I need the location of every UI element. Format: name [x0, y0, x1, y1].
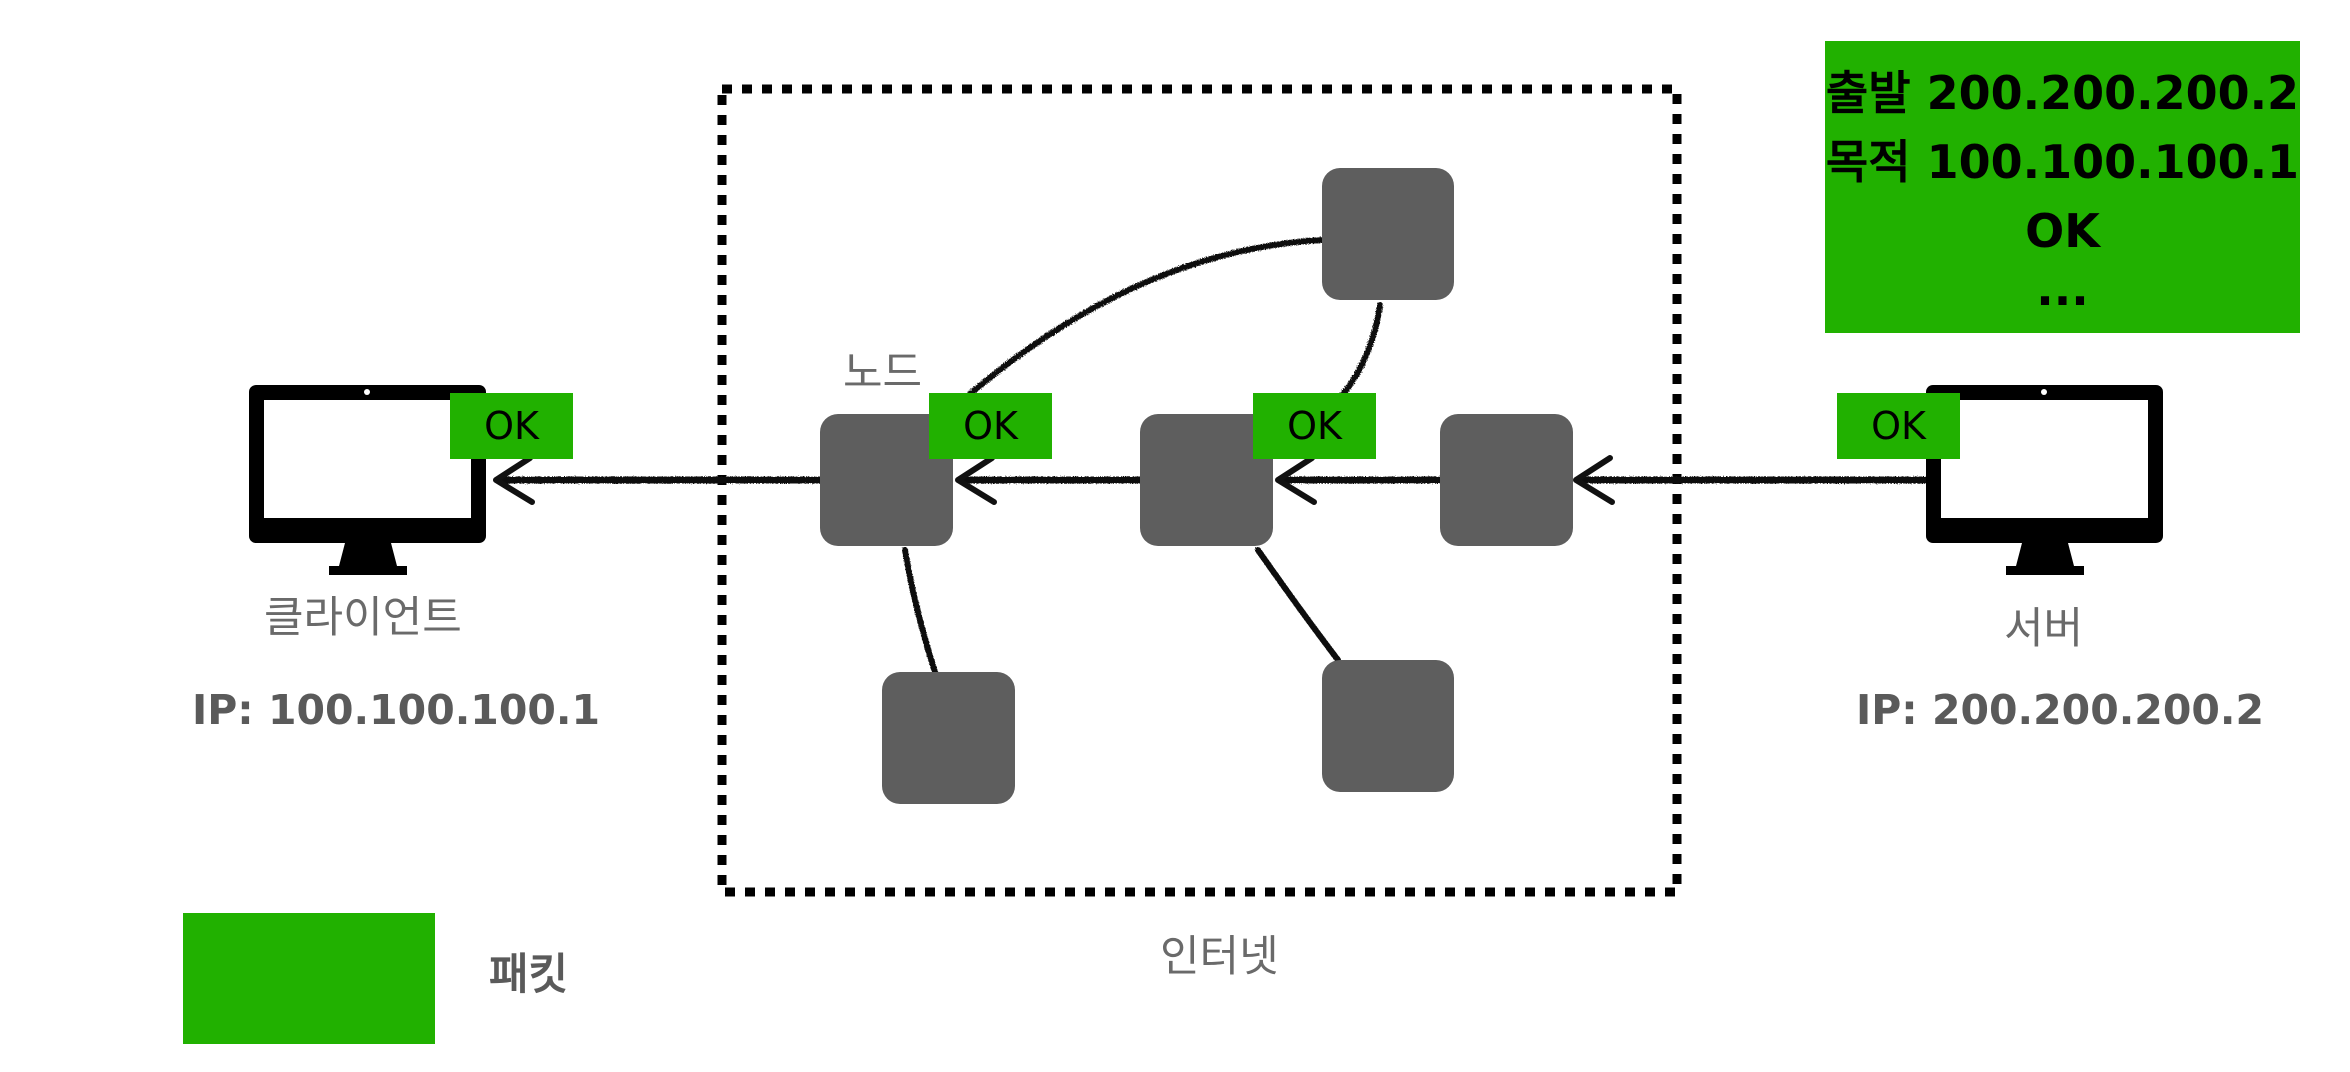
- router-node: [1140, 414, 1273, 546]
- connections: [496, 237, 1932, 675]
- link-node2-node3: [1337, 302, 1383, 401]
- arrowhead-node1: [955, 455, 997, 505]
- client-name-label: 클라이언트: [264, 593, 462, 643]
- arrowheads: [493, 455, 1615, 505]
- node-label: 노드: [843, 348, 923, 398]
- router-node: [820, 414, 953, 546]
- packet-detail-box: 출발 200.200.200.2 목적 100.100.100.1 OK ...: [1825, 41, 2300, 333]
- packet-tag-node: OK: [929, 393, 1052, 459]
- packet-destination: 목적 100.100.100.1: [1825, 135, 2300, 189]
- arrowhead-node3: [1275, 455, 1317, 505]
- link-node5-node4: [902, 547, 938, 675]
- router-node: [1440, 414, 1573, 546]
- router-nodes: [820, 168, 1573, 804]
- arrowhead-client: [493, 455, 535, 505]
- link-node1-node2: [967, 237, 1325, 397]
- arrowhead-node7: [1573, 455, 1615, 505]
- monitor-icon: [249, 385, 486, 575]
- packet-more: ...: [2036, 262, 2089, 316]
- router-node: [1322, 168, 1454, 300]
- packet-tag-client: OK: [450, 393, 573, 459]
- router-node: [1322, 660, 1454, 792]
- link-node3-node6: [1255, 547, 1341, 663]
- packet-tag-node: OK: [1253, 393, 1376, 459]
- packet-source: 출발 200.200.200.2: [1825, 66, 2300, 120]
- internet-label: 인터넷: [1160, 932, 1279, 982]
- packet-tag-server: OK: [1837, 393, 1960, 459]
- legend-packet-label: 패킷: [489, 950, 569, 1000]
- router-node: [882, 672, 1015, 804]
- legend-packet-swatch: [183, 913, 435, 1044]
- server-name-label: 서버: [2004, 604, 2084, 654]
- server-ip-label: IP: 200.200.200.2: [1856, 686, 2264, 734]
- monitor-icon: [1926, 385, 2163, 575]
- client-ip-label: IP: 100.100.100.1: [192, 686, 600, 734]
- packet-payload: OK: [2025, 204, 2100, 258]
